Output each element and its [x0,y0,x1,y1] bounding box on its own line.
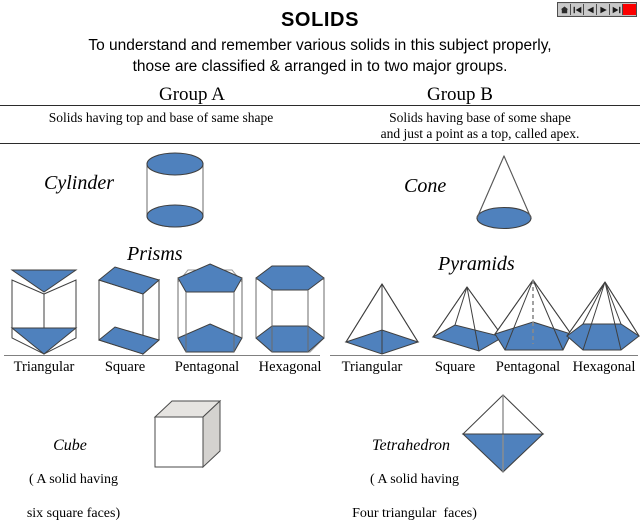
prisms-name: Prisms [127,243,183,265]
home-icon[interactable] [558,4,571,15]
group-a-description-line: Solids having top and base of same shape [48,110,274,125]
divider-middle [0,143,640,144]
cube-caption: Cube ( A solid having six square faces) [6,403,134,522]
cylinder-name: Cylinder [44,172,114,194]
intro-line-1: To understand and remember various solid… [88,37,552,54]
group-b-description-line-1: Solids having base of some shape [389,110,571,125]
prism-label-triangular: Triangular [13,359,75,375]
cylinder-figure [137,150,213,240]
prism-label-hexagonal: Hexagonal [258,359,322,375]
slide-navigation-bar[interactable] [557,2,637,17]
intro-text: To understand and remember various solid… [0,35,640,77]
pyramid-label-pentagonal: Pentagonal [495,359,561,375]
stop-button[interactable] [623,4,636,15]
square-prism-figure [93,264,165,363]
intro-line-2: those are classified & arranged in to tw… [132,58,508,75]
prisms-baseline [4,355,320,356]
group-b-description: Solids having base of some shape and jus… [330,110,630,142]
divider-top [0,105,640,106]
cube-figure [152,397,230,478]
pyramid-label-square: Square [434,359,476,375]
previous-slide-icon[interactable] [584,4,597,15]
prism-label-pentagonal: Pentagonal [174,359,240,375]
pentagonal-prism-figure [172,262,248,363]
pyramids-baseline [330,355,638,356]
hexagonal-prism-figure [252,262,328,363]
last-slide-icon[interactable] [610,4,623,15]
group-a-description: Solids having top and base of same shape [6,110,316,126]
first-slide-icon[interactable] [571,4,584,15]
cube-caption-line-2: six square faces) [26,506,121,521]
next-slide-icon[interactable] [597,4,610,15]
pentagonal-pyramid-figure [485,278,581,363]
pyramid-label-hexagonal: Hexagonal [572,359,636,375]
cone-figure [466,150,542,240]
tetrahedron-figure [458,392,548,479]
pyramid-label-triangular: Triangular [341,359,403,375]
hexagonal-pyramid-figure [565,280,640,363]
pyramids-name: Pyramids [438,253,515,275]
tetrahedron-name: Tetrahedron [372,437,450,454]
group-b-heading: Group B [427,84,493,105]
cone-name: Cone [404,175,447,197]
page-title: SOLIDS [280,9,360,31]
group-b-description-line-2: and just a point as a top, called apex. [380,126,580,141]
group-a-heading: Group A [159,84,225,105]
triangular-prism-figure [8,266,80,363]
tetrahedron-caption-line-2: Four triangular faces) [352,506,477,521]
prism-label-square: Square [104,359,146,375]
triangular-pyramid-figure [340,282,426,363]
cube-name: Cube [53,437,87,454]
